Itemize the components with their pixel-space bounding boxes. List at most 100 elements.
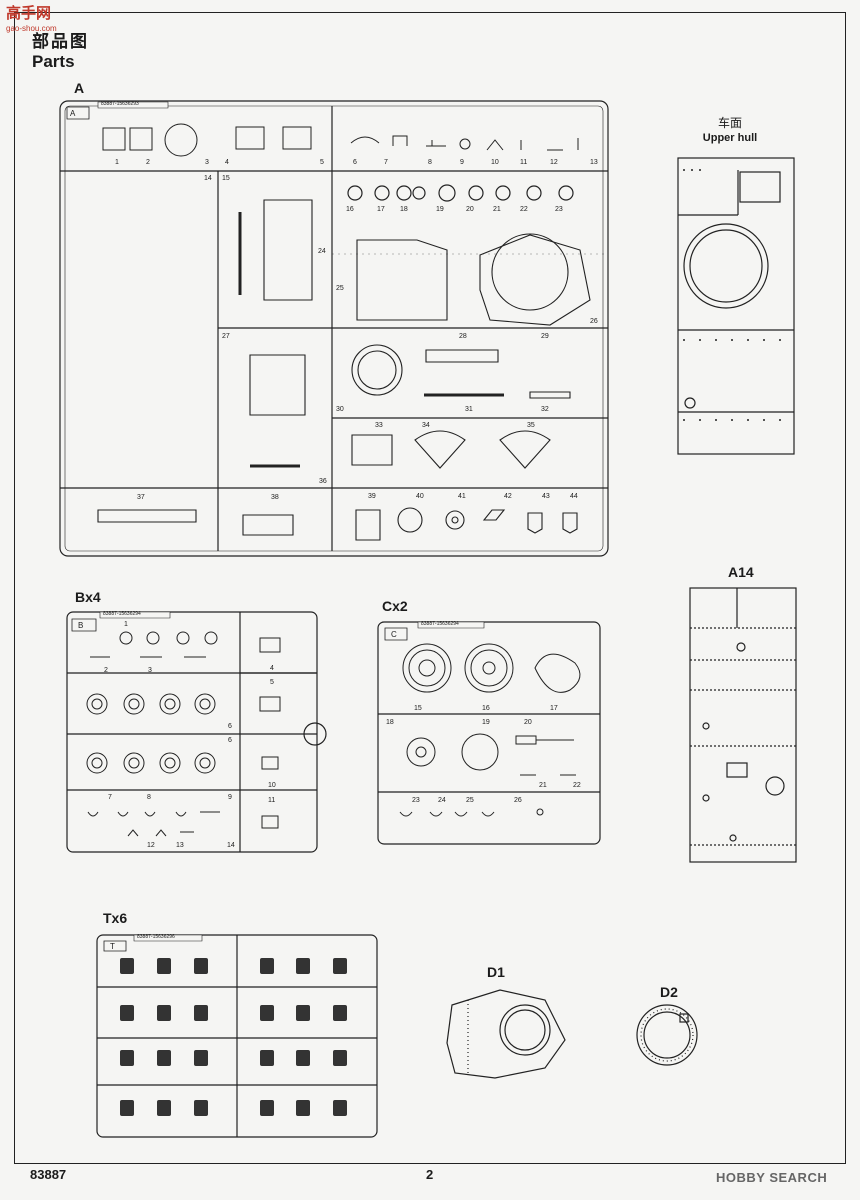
part-a-38: 38 (271, 494, 279, 501)
part-a-21: 21 (493, 206, 501, 213)
sprue-t-tag: T (110, 942, 115, 951)
part-a-39: 39 (368, 493, 376, 500)
sprue-b-label: Bx4 (75, 589, 101, 605)
sprue-b-code: 83887-15636294 (103, 611, 141, 617)
part-a-2: 2 (146, 159, 150, 166)
part-c-15: 15 (414, 705, 422, 712)
part-b-4: 4 (270, 665, 274, 672)
part-c-16: 16 (482, 705, 490, 712)
part-a-32: 32 (541, 406, 549, 413)
part-a-4: 4 (225, 159, 229, 166)
part-a-41: 41 (458, 493, 466, 500)
part-a-30: 30 (336, 406, 344, 413)
part-a-22: 22 (520, 206, 528, 213)
part-a-35: 35 (527, 422, 535, 429)
part-a-12: 12 (550, 159, 558, 166)
part-a-13: 13 (590, 159, 598, 166)
page-number: 2 (426, 1167, 434, 1182)
page-border (14, 12, 846, 1164)
part-a-24: 24 (318, 248, 326, 255)
sprue-a-code: 83887-15636293 (101, 101, 139, 107)
upper-hull-label: Upper hull (702, 132, 758, 144)
part-a-16: 16 (346, 206, 354, 213)
part-a-14: 14 (204, 175, 212, 182)
part-a-27: 27 (222, 333, 230, 340)
sprue-b-tag: B (78, 621, 84, 630)
part-c-25: 25 (466, 797, 474, 804)
part-b-1: 1 (124, 621, 128, 628)
part-a-33: 33 (375, 422, 383, 429)
d2-label: D2 (660, 984, 678, 1000)
d1-label: D1 (487, 964, 505, 980)
part-c-23: 23 (412, 797, 420, 804)
part-a-8: 8 (428, 159, 432, 166)
part-a-42: 42 (504, 493, 512, 500)
sprue-a-label: A (74, 80, 85, 96)
part-a-37: 37 (137, 494, 145, 501)
part-a-18: 18 (400, 206, 408, 213)
part-b-10: 10 (268, 782, 276, 789)
part-a-19: 19 (436, 206, 444, 213)
part-b-3: 3 (148, 667, 152, 674)
sprue-c-label: Cx2 (382, 598, 408, 614)
part-b-8: 8 (147, 794, 151, 801)
part-a-34: 34 (422, 422, 430, 429)
kit-number: 83887 (30, 1167, 67, 1182)
part-c-26: 26 (514, 797, 522, 804)
part-a-20: 20 (466, 206, 474, 213)
page-title-cn: 部品图 (32, 32, 89, 51)
part-a-7: 7 (384, 159, 388, 166)
brand-watermark: HOBBY SEARCH (716, 1170, 828, 1185)
a14-label: A14 (728, 564, 754, 580)
part-c-24: 24 (438, 797, 446, 804)
part-a-43: 43 (542, 493, 550, 500)
part-a-15: 15 (222, 175, 230, 182)
part-a-5: 5 (320, 159, 324, 166)
part-a-36: 36 (319, 478, 327, 485)
part-c-17: 17 (550, 705, 558, 712)
part-a-6: 6 (353, 159, 357, 166)
part-b-14: 14 (227, 842, 235, 849)
part-a-28: 28 (459, 333, 467, 340)
part-a-10: 10 (491, 159, 499, 166)
part-a-40: 40 (416, 493, 424, 500)
part-b-6: 6 (228, 723, 232, 730)
part-c-22: 22 (573, 782, 581, 789)
part-c-18: 18 (386, 719, 394, 726)
part-a-1: 1 (115, 159, 119, 166)
part-a-31: 31 (465, 406, 473, 413)
part-b-6b: 6 (228, 737, 232, 744)
part-c-20: 20 (524, 719, 532, 726)
part-a-44: 44 (570, 493, 578, 500)
part-b-13: 13 (176, 842, 184, 849)
upper-hull-label-cn: 车面 (717, 116, 742, 130)
sprue-c-code: 83887-15636294 (421, 621, 459, 627)
part-a-3: 3 (205, 159, 209, 166)
part-a-26: 26 (590, 318, 598, 325)
part-c-19: 19 (482, 719, 490, 726)
part-a-23: 23 (555, 206, 563, 213)
sprue-t-label: Tx6 (103, 910, 128, 926)
sprue-t-code: 83887-15636296 (137, 934, 175, 940)
part-b-7: 7 (108, 794, 112, 801)
part-b-2: 2 (104, 667, 108, 674)
page-title: Parts (32, 52, 75, 71)
part-a-29: 29 (541, 333, 549, 340)
part-b-12: 12 (147, 842, 155, 849)
sprue-a-tag: A (70, 109, 76, 118)
part-b-11: 11 (268, 797, 276, 804)
part-a-17: 17 (377, 206, 385, 213)
sprue-c-tag: C (391, 630, 397, 639)
part-a-11: 11 (520, 159, 528, 166)
part-a-9: 9 (460, 159, 464, 166)
part-a-25: 25 (336, 285, 344, 292)
